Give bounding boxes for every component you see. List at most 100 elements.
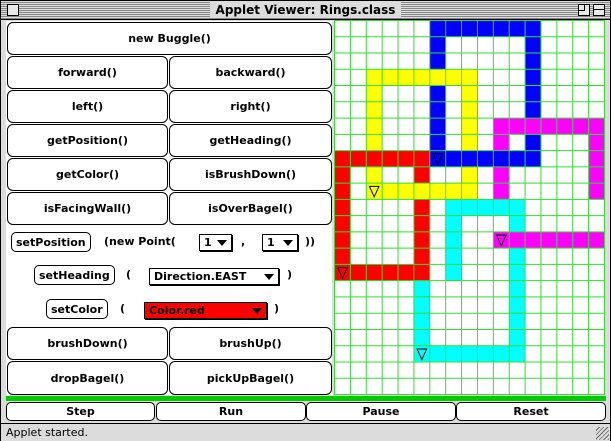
separator-bar bbox=[6, 396, 606, 401]
painted-cell bbox=[525, 20, 541, 37]
zoom-box-icon[interactable] bbox=[578, 4, 590, 16]
get-heading-button[interactable]: getHeading() bbox=[169, 124, 332, 157]
painted-cell bbox=[334, 150, 351, 167]
painted-cell bbox=[445, 345, 462, 362]
step-button[interactable]: Step bbox=[6, 402, 155, 421]
window-title: Applet Viewer: Rings.class bbox=[209, 2, 402, 18]
painted-cell bbox=[525, 36, 541, 54]
set-heading-open-label: ( bbox=[126, 268, 132, 281]
title-bar[interactable]: Applet Viewer: Rings.class bbox=[1, 1, 610, 20]
painted-cell bbox=[398, 183, 414, 200]
painted-cell bbox=[445, 264, 462, 281]
right-button[interactable]: right() bbox=[169, 90, 332, 123]
painted-cell bbox=[413, 69, 430, 86]
painted-cell bbox=[413, 231, 430, 249]
get-position-button[interactable]: getPosition() bbox=[7, 124, 168, 157]
painted-cell bbox=[461, 345, 478, 362]
painted-cell bbox=[445, 150, 462, 167]
painted-cell bbox=[493, 345, 510, 362]
drop-bagel-button[interactable]: dropBagel() bbox=[7, 361, 168, 395]
painted-cell bbox=[429, 20, 446, 37]
forward-button[interactable]: forward() bbox=[7, 56, 168, 89]
position-y-select[interactable]: 1 bbox=[262, 234, 298, 251]
set-color-open-label: ( bbox=[120, 302, 126, 315]
painted-cell bbox=[429, 36, 446, 54]
set-position-close-label: )) bbox=[305, 235, 316, 248]
get-color-button[interactable]: getColor() bbox=[7, 158, 168, 191]
painted-cell bbox=[525, 69, 541, 86]
painted-cell bbox=[461, 101, 478, 119]
brush-up-button[interactable]: brushUp() bbox=[169, 327, 332, 360]
close-box-icon[interactable] bbox=[7, 4, 19, 16]
set-heading-button[interactable]: setHeading bbox=[34, 265, 115, 285]
painted-cell bbox=[398, 69, 414, 86]
painted-cell bbox=[382, 150, 399, 167]
collapse-box-icon[interactable] bbox=[593, 4, 605, 16]
painted-cell bbox=[429, 85, 446, 102]
painted-cell bbox=[477, 20, 494, 37]
painted-cell bbox=[413, 296, 430, 314]
painted-cell bbox=[461, 69, 478, 86]
painted-cell bbox=[445, 248, 462, 265]
painted-cell bbox=[525, 134, 541, 151]
painted-cell bbox=[445, 20, 462, 37]
pick-up-bagel-button[interactable]: pickUpBagel() bbox=[169, 361, 332, 395]
painted-cell bbox=[445, 183, 462, 200]
resize-grip-icon[interactable] bbox=[596, 427, 609, 440]
set-heading-close-label: ) bbox=[287, 268, 293, 281]
position-y-value: 1 bbox=[267, 236, 275, 249]
painted-cell bbox=[334, 166, 351, 184]
painted-cell bbox=[572, 231, 589, 249]
status-text: Applet started. bbox=[6, 426, 88, 439]
painted-cell bbox=[429, 134, 446, 151]
heading-select[interactable]: Direction.EAST bbox=[149, 268, 279, 285]
painted-cell bbox=[413, 199, 430, 216]
painted-cell bbox=[413, 280, 430, 297]
painted-cell bbox=[588, 166, 605, 184]
is-facing-wall-button[interactable]: isFacingWall() bbox=[7, 192, 168, 225]
painted-cell bbox=[366, 264, 383, 281]
chevron-down-icon bbox=[252, 308, 262, 314]
color-value: Color.red bbox=[149, 304, 205, 317]
painted-cell bbox=[509, 345, 526, 362]
painted-cell bbox=[334, 183, 351, 200]
brush-down-button[interactable]: brushDown() bbox=[7, 327, 168, 360]
painted-cell bbox=[525, 118, 541, 135]
painted-cell bbox=[334, 231, 351, 249]
painted-cell bbox=[429, 69, 446, 86]
is-brush-down-button[interactable]: isBrushDown() bbox=[169, 158, 332, 191]
color-select[interactable]: Color.red bbox=[144, 302, 267, 319]
command-panel: new Buggle() forward() backward() left()… bbox=[6, 21, 332, 395]
position-x-select[interactable]: 1 bbox=[199, 234, 232, 251]
painted-cell bbox=[366, 85, 383, 102]
painted-cell bbox=[445, 215, 462, 232]
painted-cell bbox=[509, 296, 526, 314]
painted-cell bbox=[429, 101, 446, 119]
buggle-world-grid[interactable] bbox=[334, 20, 605, 395]
is-over-bagel-button[interactable]: isOverBagel() bbox=[169, 192, 332, 225]
buggle-icon bbox=[432, 153, 444, 166]
set-position-button[interactable]: setPosition bbox=[11, 232, 91, 252]
set-color-button[interactable]: setColor bbox=[46, 299, 108, 319]
painted-cell bbox=[493, 118, 510, 135]
painted-cell bbox=[413, 329, 430, 346]
painted-cell bbox=[461, 85, 478, 102]
painted-cell bbox=[509, 264, 526, 281]
set-position-comma-label: , bbox=[241, 235, 246, 248]
painted-cell bbox=[493, 183, 510, 200]
painted-cell bbox=[509, 248, 526, 265]
new-buggle-button[interactable]: new Buggle() bbox=[7, 22, 332, 55]
left-button[interactable]: left() bbox=[7, 90, 168, 123]
painted-cell bbox=[429, 118, 446, 135]
painted-cell bbox=[477, 199, 494, 216]
run-button[interactable]: Run bbox=[156, 402, 306, 421]
grid-canvas bbox=[334, 20, 605, 395]
reset-button[interactable]: Reset bbox=[456, 402, 606, 421]
buggle-icon bbox=[416, 348, 428, 361]
chevron-down-icon bbox=[283, 240, 293, 246]
backward-button[interactable]: backward() bbox=[169, 56, 332, 89]
pause-button[interactable]: Pause bbox=[306, 402, 456, 421]
painted-cell bbox=[525, 53, 541, 70]
painted-cell bbox=[413, 150, 430, 167]
